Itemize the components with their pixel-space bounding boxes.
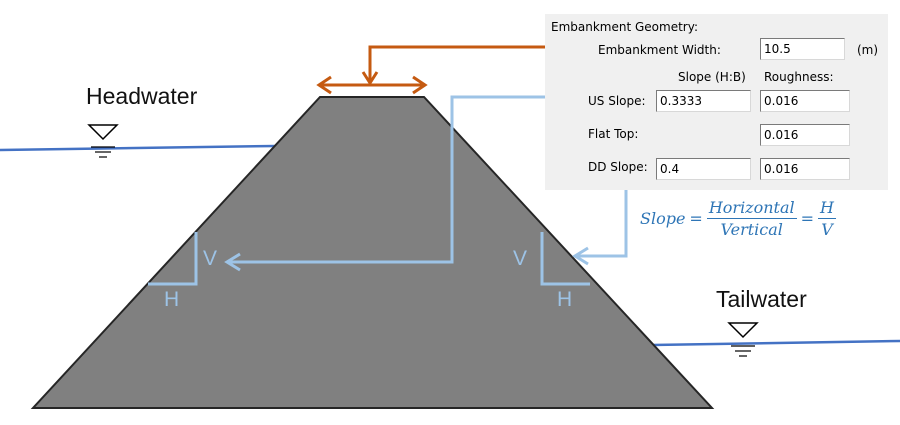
embankment-body	[30, 96, 715, 409]
tailwater-line	[651, 339, 900, 347]
formula-denominator-2: V	[821, 220, 833, 239]
us-slope-connector-arrow	[224, 95, 588, 272]
dd-slope-connector-arrow	[572, 188, 628, 266]
embankment-width-label: Embankment Width:	[598, 43, 721, 57]
us-slope-input[interactable]: 0.3333	[656, 90, 751, 112]
headwater-label: Headwater	[86, 83, 198, 109]
width-arrow-icon	[316, 75, 428, 95]
us-slope-marker	[148, 232, 198, 286]
panel-title: Embankment Geometry:	[551, 20, 698, 34]
tailwater-label: Tailwater	[716, 286, 807, 312]
formula-fraction-1: Horizontal Vertical	[706, 198, 797, 239]
vertical-label-left: V	[203, 247, 218, 270]
horizontal-label-left: H	[164, 288, 180, 311]
width-connector-arrow	[361, 45, 593, 86]
headwater-symbol-icon	[87, 124, 119, 158]
dd-slope-input[interactable]: 0.4	[656, 158, 751, 180]
embankment-geometry-panel: Embankment Geometry: Embankment Width: 1…	[545, 14, 888, 190]
embankment-width-input[interactable]: 10.5	[760, 38, 845, 60]
horizontal-label-right: H	[557, 288, 573, 311]
us-roughness-input[interactable]: 0.016	[760, 90, 850, 112]
formula-fraction-2: H V	[818, 198, 836, 239]
slope-formula: Slope = Horizontal Vertical = H V	[640, 198, 836, 239]
width-unit-label: (m)	[857, 43, 879, 57]
us-slope-label: US Slope:	[588, 94, 646, 108]
flat-top-label: Flat Top:	[588, 127, 639, 141]
flat-top-roughness-input[interactable]: 0.016	[760, 124, 850, 146]
tailwater-symbol-icon	[727, 322, 759, 357]
roughness-header: Roughness:	[764, 70, 834, 84]
formula-numerator-1: Horizontal	[706, 198, 797, 219]
headwater-line	[0, 144, 276, 152]
formula-equals-2: =	[800, 209, 815, 228]
slope-header: Slope (H:B)	[678, 70, 746, 84]
formula-denominator-1: Vertical	[720, 220, 783, 239]
vertical-label-right: V	[513, 247, 528, 270]
dd-slope-marker	[540, 232, 590, 286]
formula-equals-1: =	[689, 209, 703, 228]
formula-numerator-2: H	[818, 198, 836, 219]
dd-slope-label: DD Slope:	[588, 160, 648, 174]
dd-roughness-input[interactable]: 0.016	[760, 158, 850, 180]
formula-lhs: Slope	[640, 209, 686, 228]
